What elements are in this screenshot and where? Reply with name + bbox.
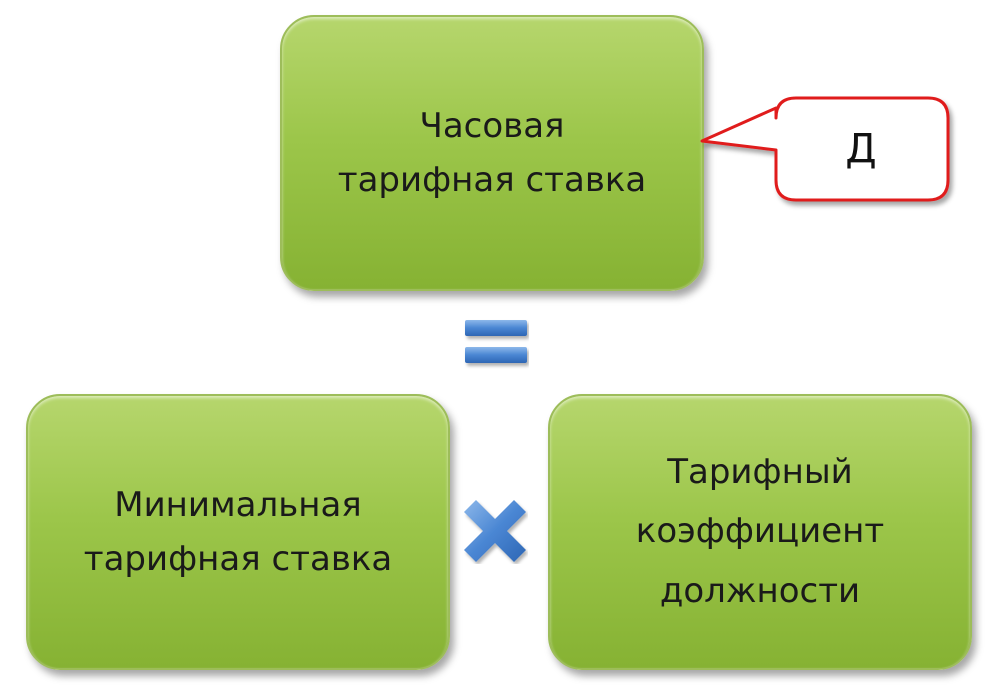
equals-icon bbox=[465, 320, 527, 363]
position-tariff-coefficient-box: Тарифный коэффициент должности bbox=[548, 394, 972, 670]
position-tariff-coefficient-line-1: Тарифный bbox=[667, 451, 853, 492]
callout-shape bbox=[700, 96, 950, 202]
position-tariff-coefficient-line-2: коэффициент bbox=[635, 511, 885, 552]
callout-label: Д bbox=[845, 126, 877, 172]
hourly-tariff-rate-line-2: тарифная ставка bbox=[337, 160, 647, 200]
minimum-tariff-rate-text: Минимальная тарифная ставка bbox=[84, 478, 392, 587]
position-tariff-coefficient-text: Тарифный коэффициент должности bbox=[636, 443, 884, 622]
hourly-tariff-rate-line-1: Часовая bbox=[419, 105, 565, 146]
minimum-tariff-rate-line-1: Минимальная bbox=[114, 484, 362, 525]
hourly-tariff-rate-text: Часовая тарифная ставка bbox=[338, 99, 646, 208]
position-tariff-coefficient-line-3: должности bbox=[659, 570, 861, 611]
hourly-tariff-rate-box: Часовая тарифная ставка bbox=[280, 15, 704, 291]
minimum-tariff-rate-box: Минимальная тарифная ставка bbox=[26, 394, 450, 670]
multiply-icon bbox=[464, 500, 526, 562]
minimum-tariff-rate-line-2: тарифная ставка bbox=[83, 539, 393, 579]
